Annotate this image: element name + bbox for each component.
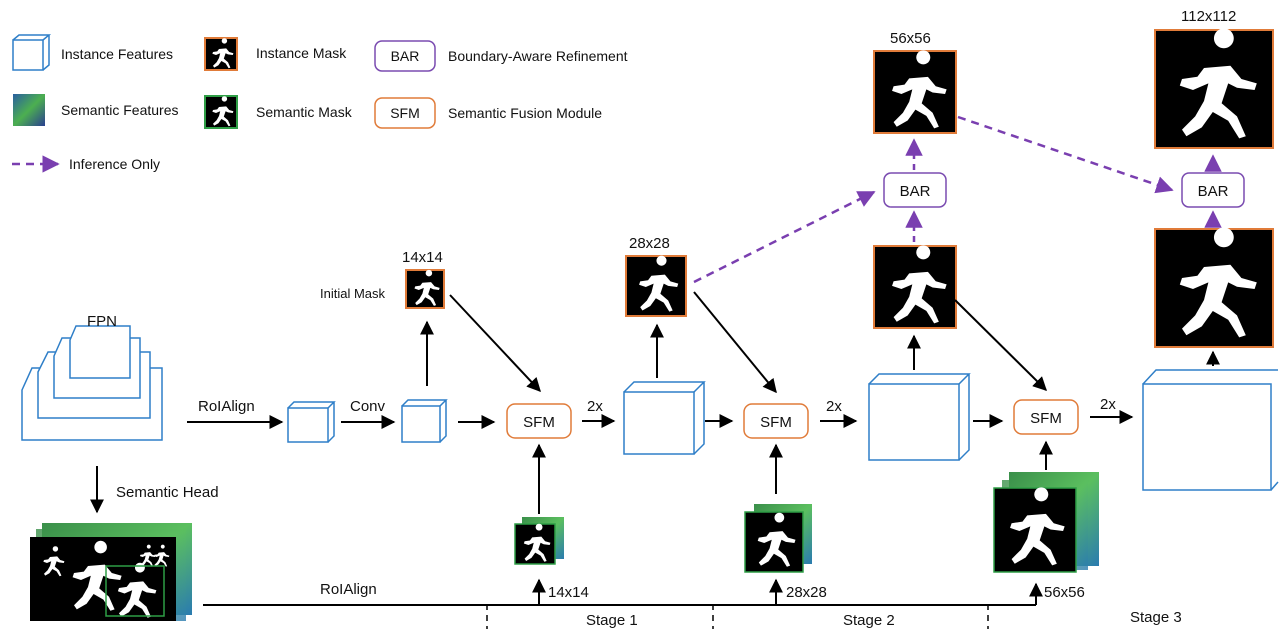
legend-instance-mask-icon	[204, 37, 238, 71]
upsample-3-label: 2x	[1100, 396, 1116, 413]
legend-inference-only-label: Inference Only	[69, 156, 160, 172]
legend-sfm-box-text: SFM	[390, 105, 420, 121]
legend-bar-desc: Boundary-Aware Refinement	[448, 48, 628, 64]
bar-2-text: BAR	[1198, 183, 1229, 200]
semantic-mask-28	[744, 504, 812, 573]
upsample-1-label: 2x	[587, 398, 603, 415]
sfm-module-2: SFM	[743, 403, 809, 439]
mask-56-refined	[873, 50, 957, 134]
conv-label: Conv	[350, 398, 386, 415]
arrow-mask-to-sfm-1	[449, 294, 541, 393]
sfm-3-text: SFM	[1030, 410, 1062, 427]
legend-semantic-features-label: Semantic Features	[61, 102, 179, 118]
semantic-feature-map	[30, 523, 192, 621]
arrow-mask28-to-sfm-2	[693, 291, 777, 394]
sfm-module-3: SFM	[1013, 399, 1079, 435]
semantic-head-label: Semantic Head	[116, 484, 219, 501]
legend-semantic-mask-icon	[204, 95, 238, 129]
mask-112-refined	[1154, 28, 1274, 149]
sfm-module-1: SFM	[506, 403, 572, 439]
sfm-2-text: SFM	[760, 414, 792, 431]
size-28-top-label: 28x28	[629, 235, 670, 252]
legend-instance-features-label: Instance Features	[61, 46, 173, 62]
initial-mask-label: Initial Mask	[320, 286, 386, 301]
stage-2-label: Stage 2	[843, 612, 895, 629]
fpn-label: FPN	[87, 313, 117, 330]
size-14-bottom-label: 14x14	[548, 584, 589, 601]
size-28-bottom-label: 28x28	[786, 584, 827, 601]
instance-feature-cube-5	[1142, 369, 1279, 491]
mask-28	[625, 255, 687, 317]
legend: Instance Features Instance Mask BAR Boun…	[12, 34, 628, 173]
legend-bar-box: BAR	[374, 40, 436, 72]
semantic-mask-14	[514, 517, 564, 565]
legend-sfm-desc: Semantic Fusion Module	[448, 105, 602, 121]
legend-instance-mask-label: Instance Mask	[256, 45, 347, 61]
bar-1-text: BAR	[900, 183, 931, 200]
bar-module-1: BAR	[883, 172, 947, 208]
upsample-2-label: 2x	[826, 398, 842, 415]
legend-semantic-mask-label: Semantic Mask	[256, 104, 353, 120]
dashed-arrow-mask56-to-bar-2	[957, 115, 1174, 194]
size-56-bottom-label: 56x56	[1044, 584, 1085, 601]
legend-bar-box-text: BAR	[391, 48, 420, 64]
size-56-top-label: 56x56	[890, 30, 931, 47]
legend-sfm-box: SFM	[374, 97, 436, 129]
semantic-mask-56	[993, 472, 1099, 573]
size-14-top-label: 14x14	[402, 249, 443, 266]
instance-feature-cube-2	[401, 399, 448, 443]
sfm-1-text: SFM	[523, 414, 555, 431]
instance-feature-cube-1	[287, 401, 336, 443]
roialign-top-label: RoIAlign	[198, 398, 255, 415]
size-112-top-label: 112x112	[1181, 8, 1236, 25]
mask-112-coarse	[1154, 227, 1274, 348]
instance-feature-cube-3	[623, 381, 706, 455]
legend-instance-features-icon	[12, 34, 52, 71]
stage-3-label: Stage 3	[1130, 609, 1182, 626]
stage-1-label: Stage 1	[586, 612, 638, 629]
instance-feature-cube-4	[868, 373, 971, 461]
roialign-bottom-label: RoIAlign	[320, 581, 377, 598]
dashed-arrow-mask28-to-bar-1	[693, 190, 876, 284]
mask-56-coarse	[873, 245, 957, 329]
fpn-pyramid	[21, 325, 163, 441]
initial-mask-14	[405, 269, 445, 309]
bar-module-2: BAR	[1181, 172, 1245, 208]
arrow-mask56-to-sfm-3	[954, 299, 1047, 391]
legend-semantic-features-icon	[13, 94, 45, 126]
